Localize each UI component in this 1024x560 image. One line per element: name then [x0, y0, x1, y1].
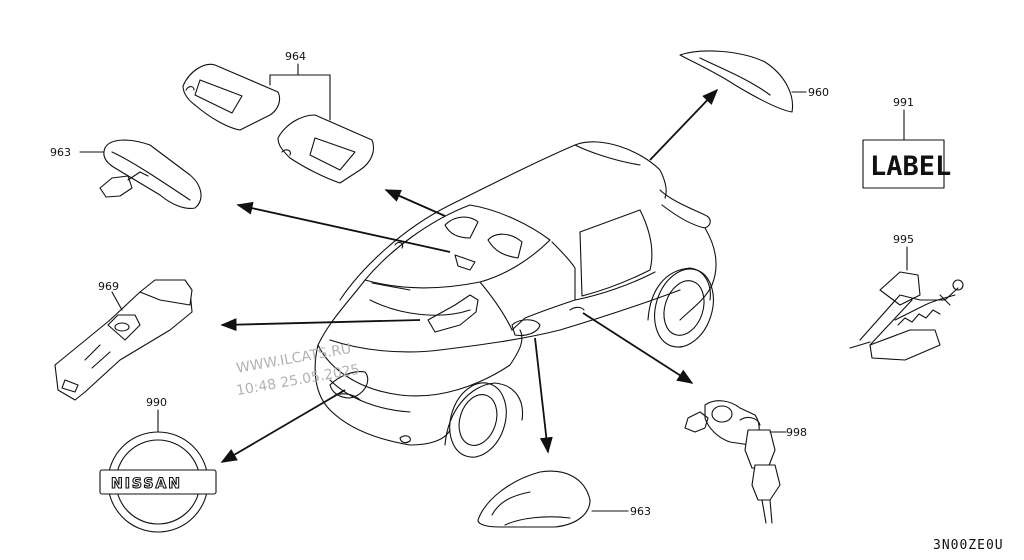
part-960-spoiler: 960 [679, 50, 829, 113]
watermark: WWW.ILCATS.RU 10:48 25.05.2025 [235, 341, 361, 399]
label-991: 991 [893, 96, 914, 109]
part-991-label: 991 LABEL [862, 96, 951, 189]
part-963-inner-mirror: 963 [50, 139, 202, 209]
label-963-top: 963 [50, 146, 71, 159]
part-995-jack: 995 [849, 233, 964, 361]
label-960: 960 [808, 86, 829, 99]
label-990: 990 [146, 396, 167, 409]
part-998-key-lock: 998 [684, 400, 807, 524]
part-990-emblem: 990 NISSAN [99, 396, 217, 533]
label-964: 964 [285, 50, 306, 63]
part-969-console: 969 [54, 279, 193, 401]
label-plate-text: LABEL [870, 151, 951, 182]
label-963-bottom: 963 [630, 505, 651, 518]
part-963-door-mirror: 963 [477, 470, 651, 528]
drawing-code: 3N00ZE0U [933, 538, 1004, 553]
emblem-text: NISSAN [111, 476, 182, 492]
label-998: 998 [786, 426, 807, 439]
label-995: 995 [893, 233, 914, 246]
label-969: 969 [98, 280, 119, 293]
part-964-sun-visors: 964 [182, 50, 375, 184]
leader-arrows [220, 88, 719, 463]
vehicle-outline [314, 141, 717, 458]
